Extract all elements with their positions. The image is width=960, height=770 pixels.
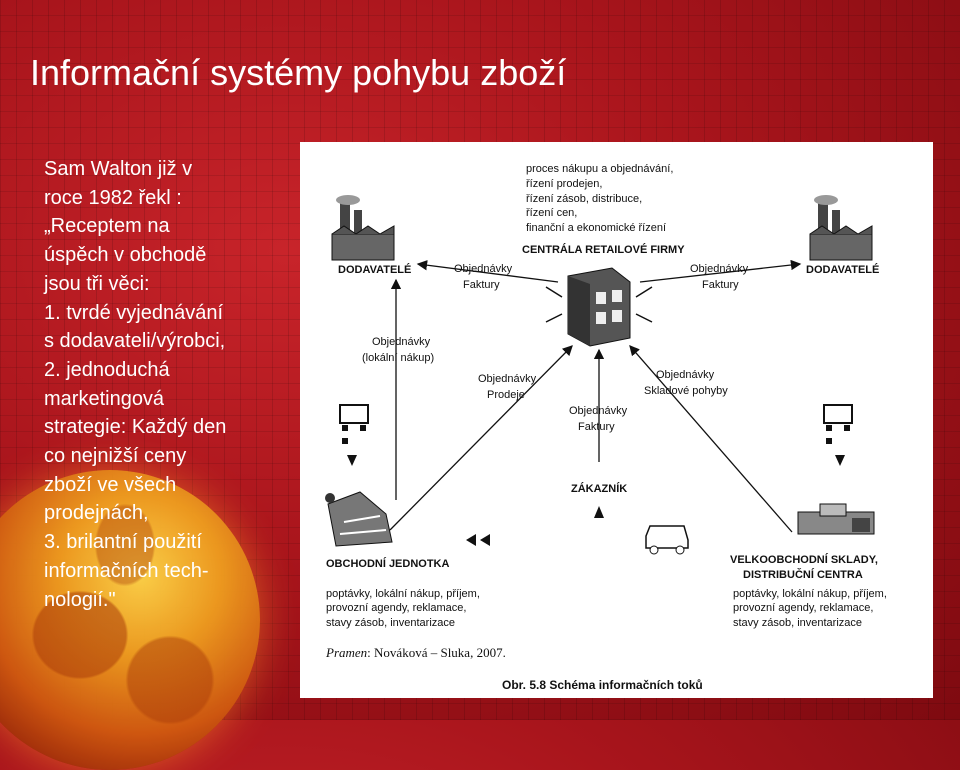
quote-line: 1. tvrdé vyjednávání	[44, 301, 223, 324]
store-item: stavy zásob, inventarizace	[326, 617, 455, 629]
arrow-warehouse	[629, 345, 793, 533]
quote-line: zboží ve všech	[44, 473, 177, 496]
flow-label: Faktury	[702, 279, 739, 291]
left-arrow-icon	[466, 534, 476, 546]
wholesale-item: poptávky, lokální nákup, příjem,	[733, 588, 887, 600]
centrala-function: proces nákupu a objednávání,	[526, 163, 673, 175]
centrala-function: řízení zásob, distribuce,	[526, 193, 642, 205]
customer-label: ZÁKAZNÍK	[571, 482, 627, 495]
quote-line: roce 1982 řekl :	[44, 186, 182, 209]
information-flow-diagram: proces nákupu a objednávání, řízení prod…	[325, 163, 887, 692]
centrala-label: CENTRÁLA RETAILOVÉ FIRMY	[522, 243, 685, 256]
centrala-function: finanční a ekonomické řízení	[526, 222, 666, 234]
flow-label: Skladové pohyby	[644, 385, 728, 397]
flow-label: Objednávky	[656, 369, 715, 381]
quote-line: 2. jednoduchá	[44, 358, 170, 381]
quote-line: jsou tři věci:	[44, 272, 150, 295]
diagram-panel: proces nákupu a objednávání, řízení prod…	[300, 142, 933, 698]
source-label: Pramen	[325, 645, 367, 660]
source-text: : Nováková – Sluka, 2007.	[367, 645, 506, 660]
quote-line: strategie: Každý den	[44, 416, 227, 439]
flow-label: Objednávky	[569, 405, 628, 417]
flow-label: Prodeje	[487, 389, 525, 401]
flow-label: Faktury	[578, 421, 615, 433]
customer-arrow-icon	[594, 506, 604, 518]
centrala-function: řízení cen,	[526, 207, 577, 219]
flow-label: Objednávky	[478, 373, 537, 385]
quote-line: s dodavateli/výrobci,	[44, 330, 226, 353]
wholesale-label: VELKOOBCHODNÍ SKLADY,	[730, 553, 878, 566]
quote-line: nologií."	[44, 588, 116, 611]
supplier-factory-right-icon	[809, 195, 873, 261]
wholesale-item: provozní agendy, reklamace,	[733, 602, 873, 614]
arrow-sales	[389, 345, 573, 531]
centrala-function: řízení prodejen,	[526, 178, 602, 190]
supplier-left-label: DODAVATELÉ	[338, 263, 411, 276]
quote-line: marketingová	[44, 387, 165, 410]
store-item: poptávky, lokální nákup, příjem,	[326, 588, 480, 600]
headquarters-building-icon	[545, 267, 653, 347]
flow-label: Objednávky	[454, 263, 513, 275]
quote-line: Sam Walton již v	[44, 158, 193, 180]
store-building-icon	[325, 491, 393, 547]
quote-line: prodejnách,	[44, 502, 149, 525]
wholesale-item: stavy zásob, inventarizace	[733, 617, 862, 629]
flow-label: (lokální nákup)	[362, 352, 434, 364]
source-note: Pramen: Nováková – Sluka, 2007.	[325, 645, 506, 660]
figure-caption: Obr. 5.8 Schéma informačních toků	[502, 678, 703, 692]
flow-label: Objednávky	[372, 336, 431, 348]
wholesale-label: DISTRIBUČNÍ CENTRA	[743, 568, 863, 581]
store-item: provozní agendy, reklamace,	[326, 602, 466, 614]
quote-line: úspěch v obchodě	[44, 244, 207, 267]
truck-left-icon	[339, 404, 369, 466]
supplier-factory-left-icon	[331, 195, 395, 261]
warehouse-building-icon	[797, 503, 875, 535]
quote-line: 3. brilantní použití	[44, 531, 202, 554]
arrow-to-supplier-right	[639, 259, 802, 283]
arrow-to-supplier-left	[416, 260, 559, 283]
quote-line: „Receptem na	[44, 215, 170, 238]
quote-line: informačních tech-	[44, 559, 209, 582]
slide-title: Informační systémy pohybu zboží	[30, 52, 567, 93]
supplier-right-label: DODAVATELÉ	[806, 263, 879, 276]
quote-line: co nejnižší ceny	[44, 445, 187, 468]
flow-label: Faktury	[463, 279, 500, 291]
delivery-van-icon	[645, 525, 689, 555]
left-arrow-icon	[480, 534, 490, 546]
quote-text: Sam Walton již v roce 1982 řekl : „Recep…	[44, 155, 294, 614]
store-label: OBCHODNÍ JEDNOTKA	[326, 557, 450, 570]
truck-right-icon	[823, 404, 853, 466]
